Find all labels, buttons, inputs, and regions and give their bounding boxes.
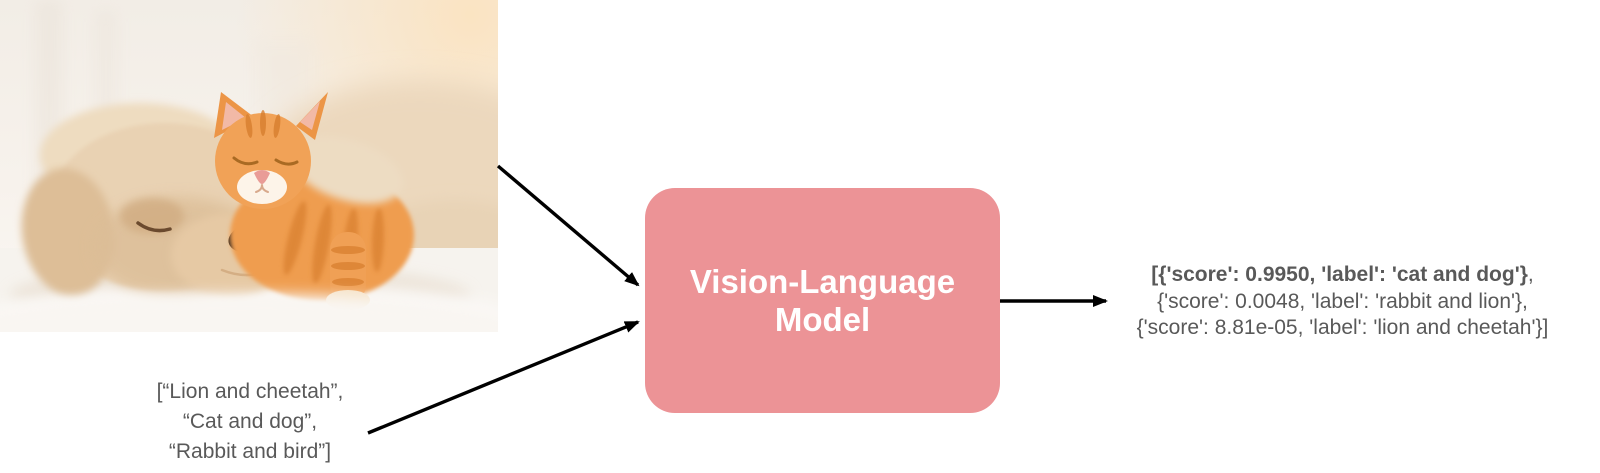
prompt-line: [“Lion and cheetah”,: [156, 380, 344, 403]
output-line-third: {'score': 8.81e-05, 'label': 'lion and c…: [1136, 316, 1549, 339]
kitten-forehead-stripes: [245, 110, 281, 138]
model-label-line1: Vision-Language: [689, 262, 956, 300]
kitten-head: [214, 92, 328, 209]
vision-language-model-box: Vision-Language Model: [645, 188, 1000, 413]
kitten-closed-eye-left: [232, 156, 259, 166]
dog-closed-eye: [136, 221, 172, 233]
arrow-prompts-to-model: [367, 320, 640, 435]
model-label-line2: Model: [774, 300, 871, 338]
candidate-labels-text: [“Lion and cheetah”, “Cat and dog”, “Rab…: [105, 377, 395, 467]
dog-ear-over-kitten: [291, 136, 403, 204]
output-top-score: [{'score': 0.9950, 'label': 'cat and dog…: [1151, 263, 1528, 286]
output-line-second: {'score': 0.0048, 'label': 'rabbit and l…: [1157, 289, 1528, 313]
prompt-line: “Rabbit and bird”]: [168, 440, 332, 463]
arrow-image-to-model: [496, 164, 640, 287]
input-image-photo: [0, 0, 705, 378]
puppy-kitten-illustration: [0, 0, 705, 378]
prompt-line: “Cat and dog”,: [182, 410, 318, 433]
model-output-text: [{'score': 0.9950, 'label': 'cat and dog…: [1085, 262, 1600, 342]
kitten-nose: [254, 170, 270, 184]
output-line-top: [{'score': 0.9950, 'label': 'cat and dog…: [1151, 263, 1534, 286]
kitten-closed-eye-right: [274, 158, 299, 166]
